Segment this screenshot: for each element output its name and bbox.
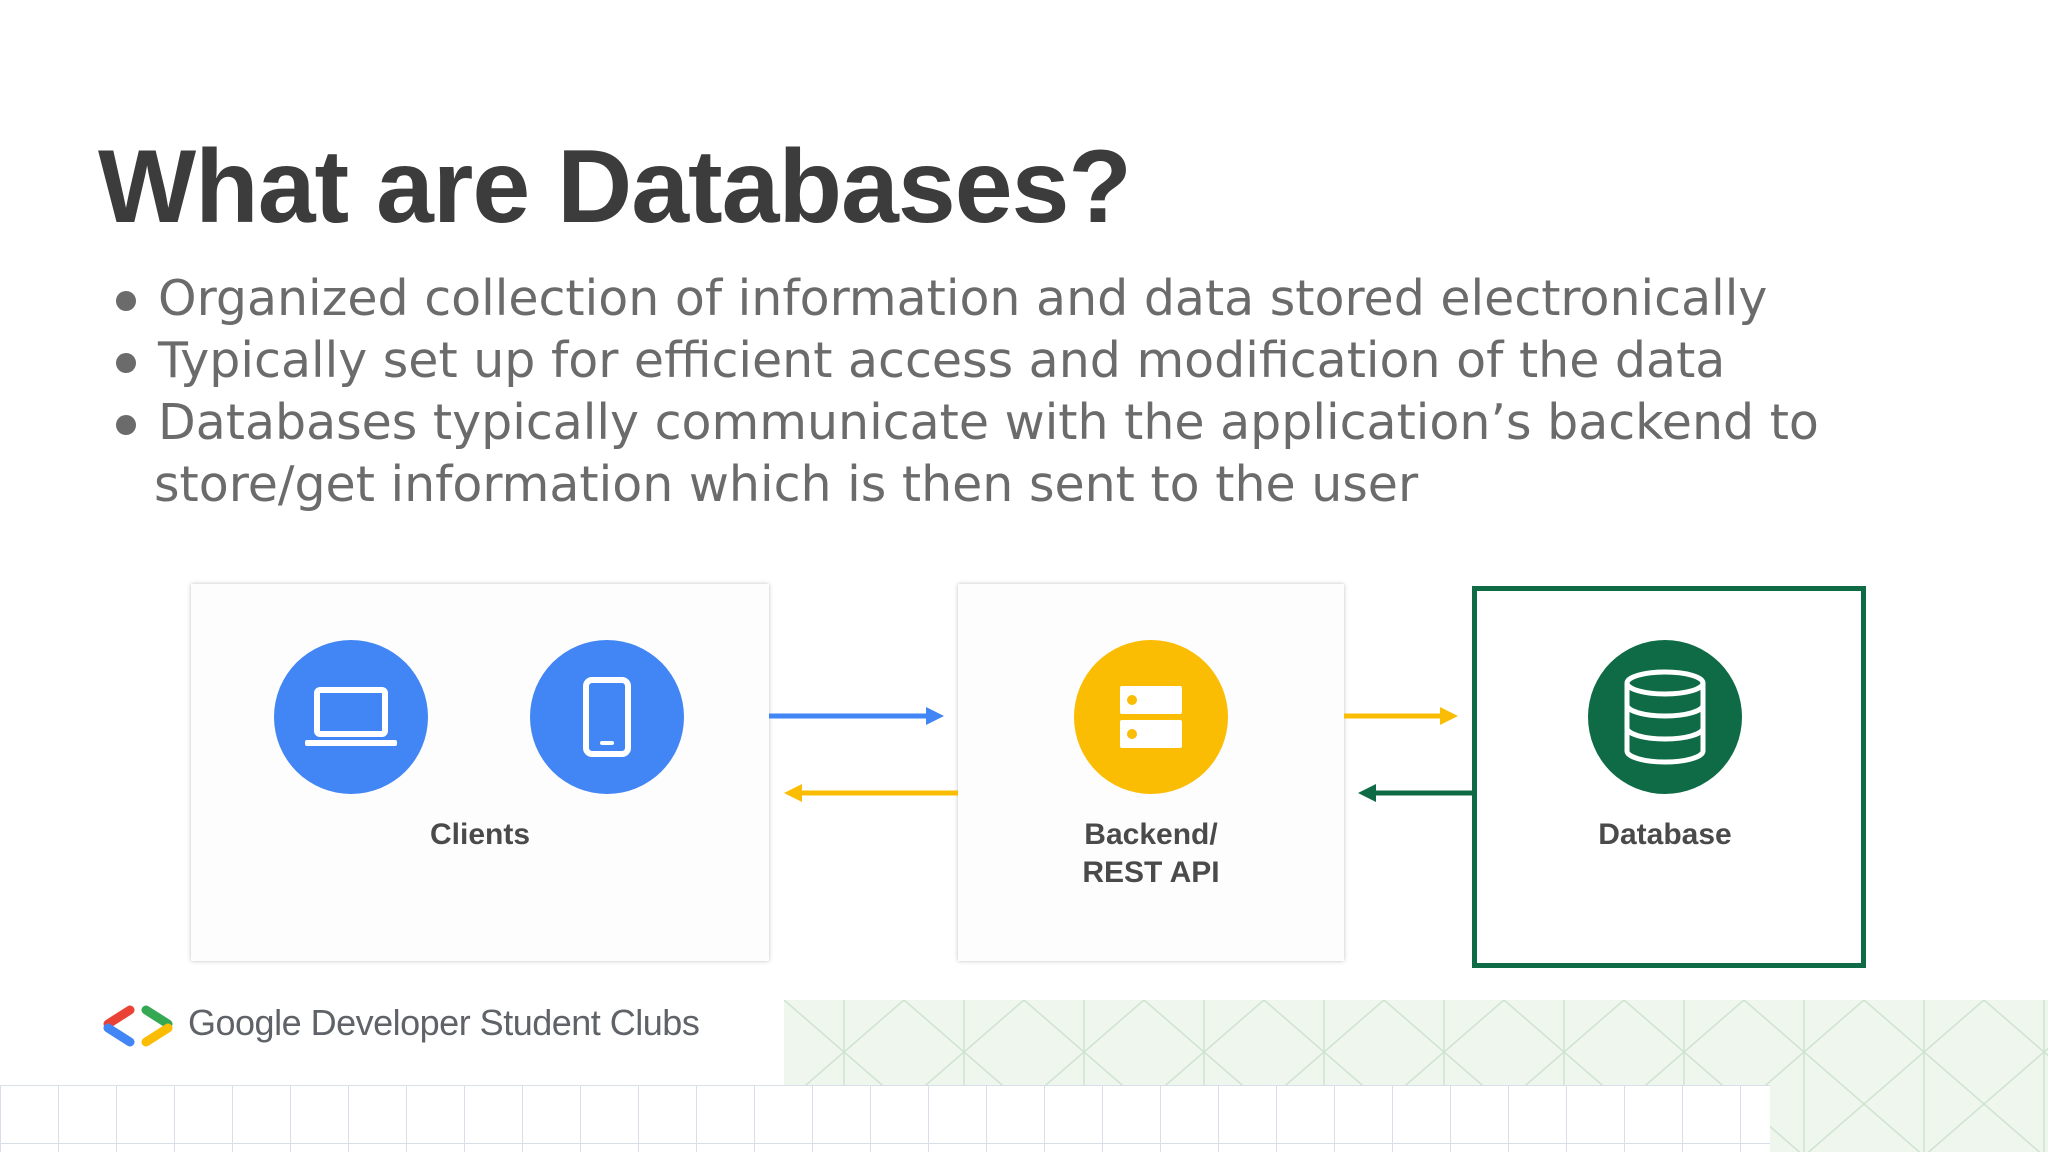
database-icon [1588,640,1742,794]
backend-label-line: Backend/ [1084,818,1218,851]
backend-label-line: REST API [1082,856,1220,889]
gdsc-logo-icon [103,1005,173,1047]
smartphone-icon [530,640,684,794]
bullet-text: Typically set up for efficient access an… [158,332,1726,389]
bullet-dot-icon [116,353,136,373]
slide-title: What are Databases? [98,129,1132,245]
server-icon [1074,640,1228,794]
bullet-item: Organized collection of information and … [112,268,1962,330]
laptop-icon [274,640,428,794]
database-label: Database [1598,818,1732,851]
bullet-text: Organized collection of information and … [158,270,1768,327]
backend-label: Backend/ REST API [1051,816,1251,892]
bullet-text: Databases typically communicate with the… [158,394,1819,451]
bullet-item: Databases typically communicate with the… [112,392,1962,516]
bullet-text-continued: store/get information which is then sent… [154,456,1419,513]
footer-brand: Google Developer Student Clubs [188,1002,700,1043]
bullet-dot-icon [116,291,136,311]
clients-box [191,584,769,961]
clients-label: Clients [429,818,531,851]
bullet-list: Organized collection of information and … [112,268,1962,516]
bullet-item: Typically set up for efficient access an… [112,330,1962,392]
bullet-dot-icon [116,415,136,435]
